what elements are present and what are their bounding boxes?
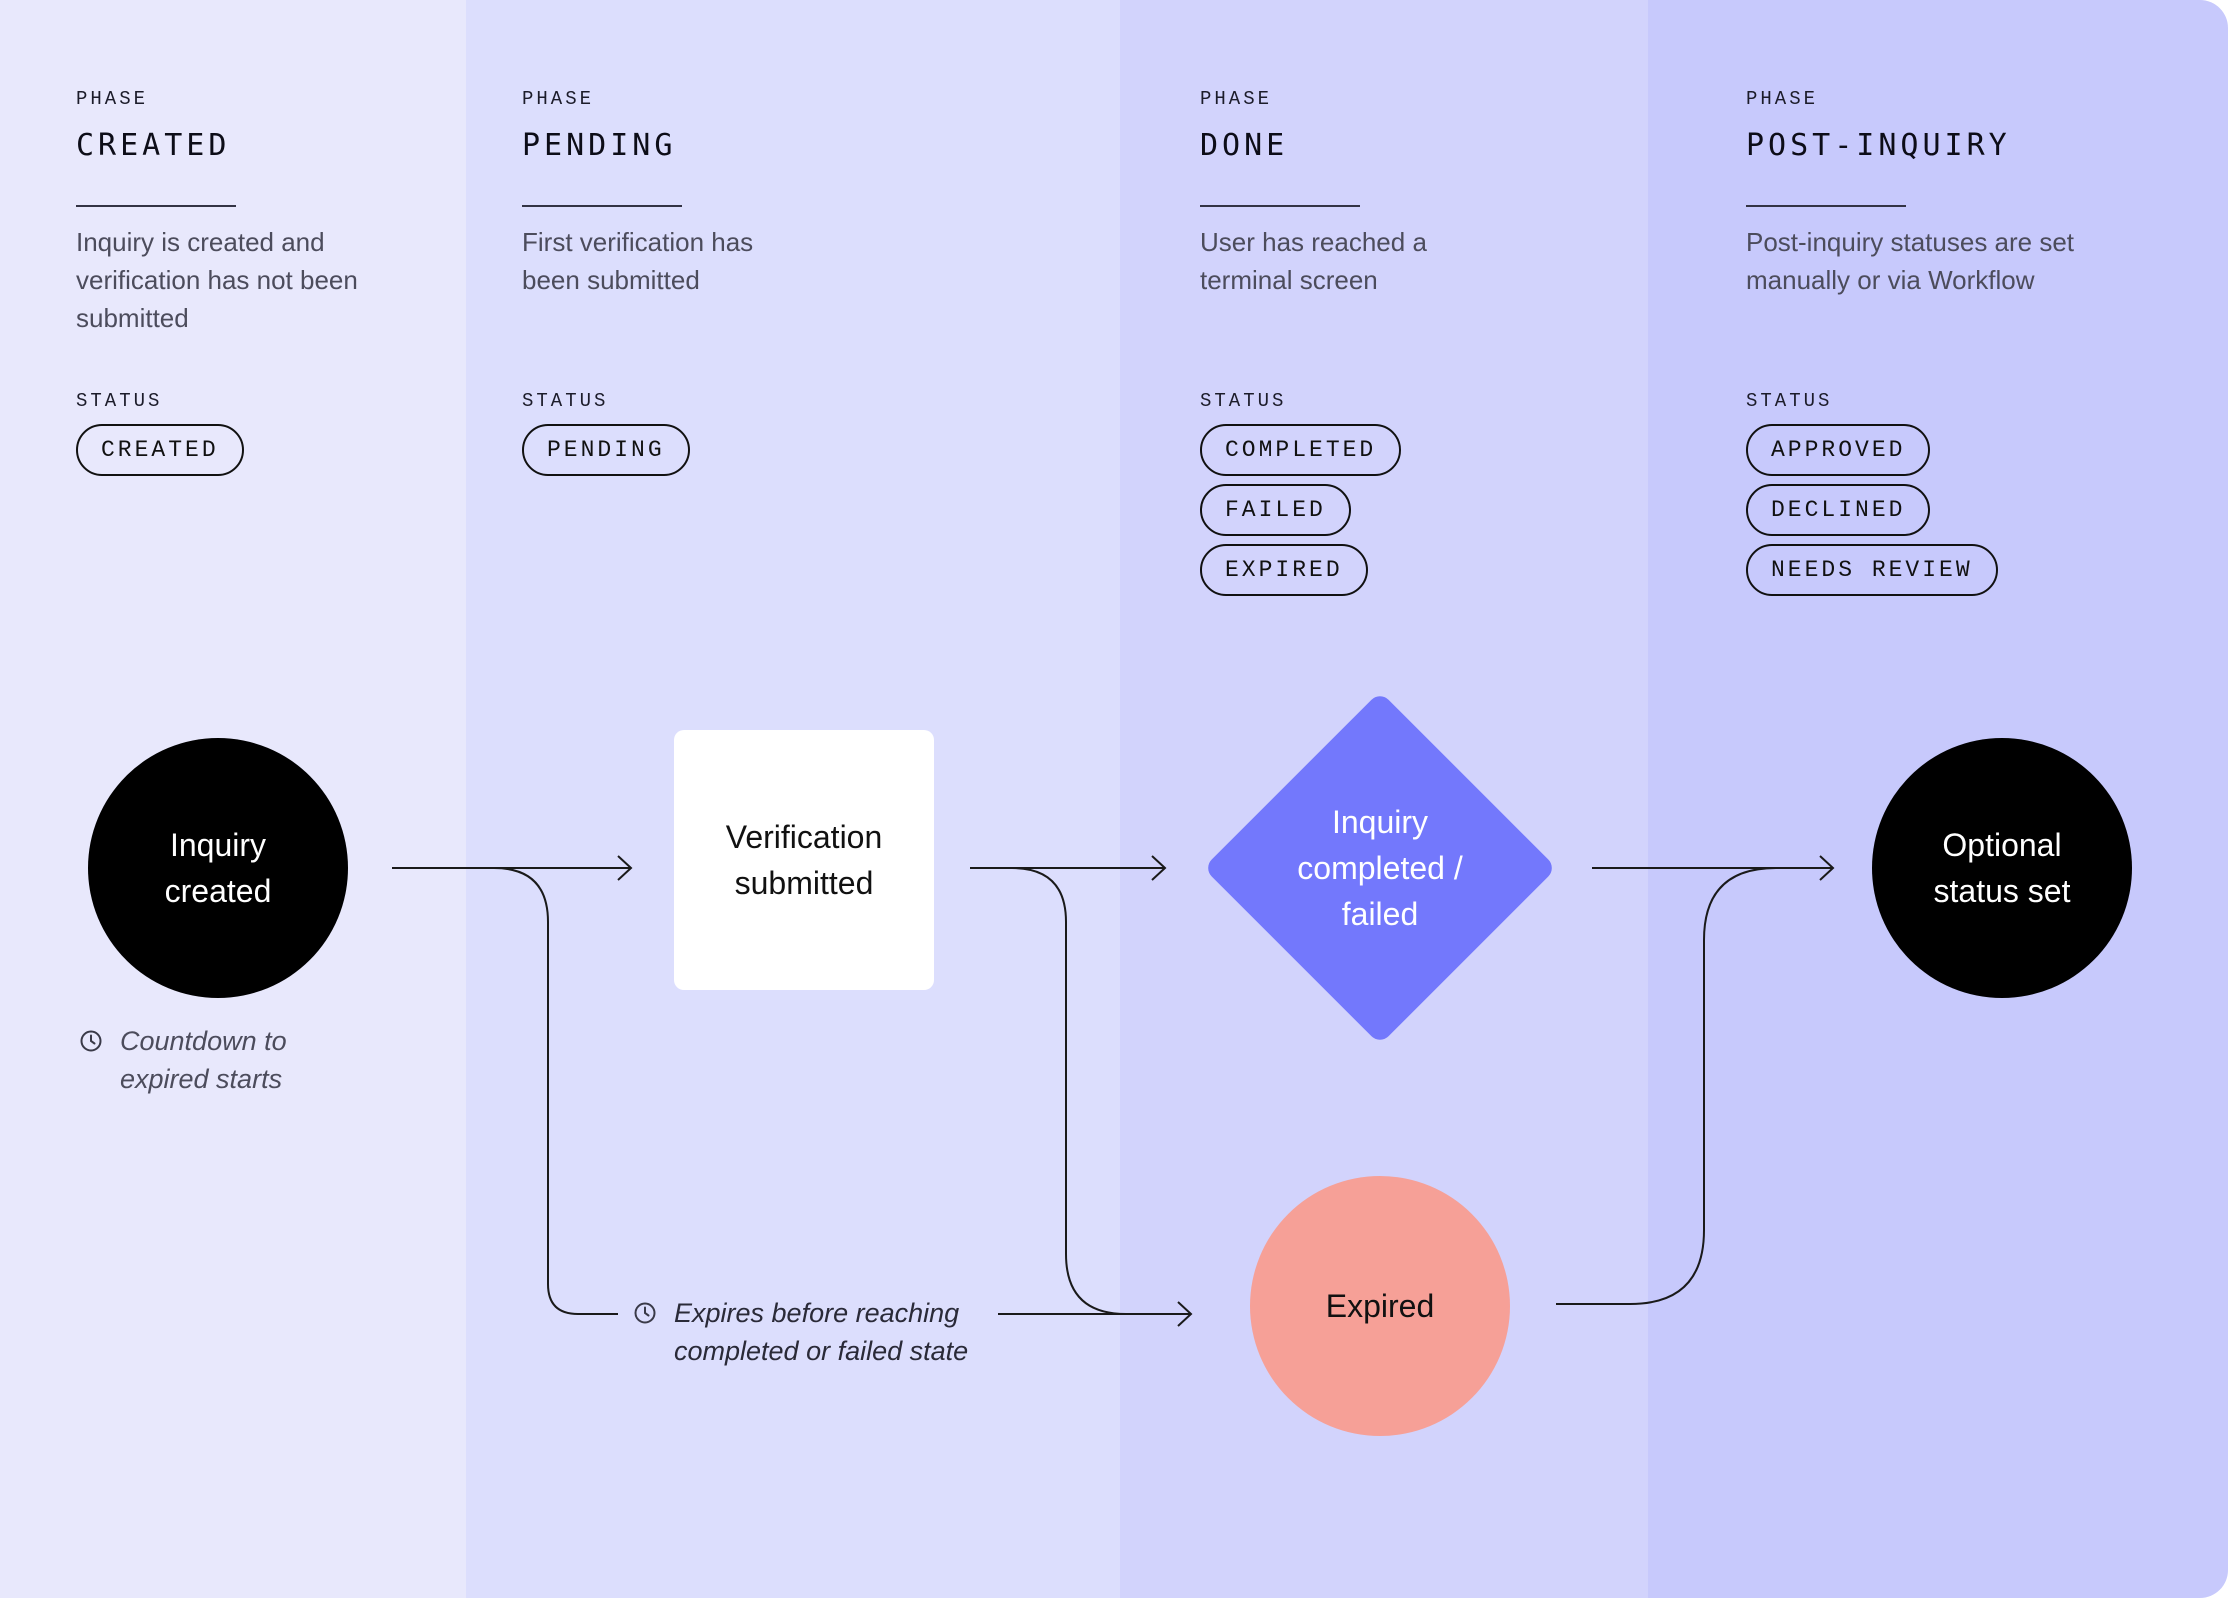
- countdown-note: Countdown to expired starts: [80, 1022, 287, 1098]
- phase-kicker: PHASE: [522, 88, 595, 110]
- connector-verification-to-expired: [1011, 867, 1127, 1315]
- label-line: Inquiry: [1331, 804, 1429, 840]
- status-chip-approved: APPROVED: [1746, 424, 1931, 476]
- note-line: Countdown to: [120, 1026, 287, 1056]
- label-line: Verification: [725, 819, 883, 855]
- note-line: completed or failed state: [674, 1336, 969, 1366]
- node-inquiry-created: Inquiry created: [88, 738, 348, 998]
- label-line: Optional: [1942, 827, 2062, 863]
- node-optional-status-set: Optional status set: [1872, 738, 2132, 998]
- status-chip-list: APPROVED DECLINED NEEDS REVIEW: [1746, 424, 1998, 604]
- description-line: been submitted: [522, 265, 700, 295]
- phase-description: First verification has been submitted: [522, 223, 753, 299]
- description-line: Post-inquiry statuses are set: [1746, 227, 2075, 257]
- status-chip-failed: FAILED: [1200, 484, 1351, 536]
- note-line: Expires before reaching: [674, 1298, 960, 1328]
- description-line: Inquiry is created and: [76, 227, 325, 257]
- clock-icon: [80, 1030, 102, 1052]
- node-expired: Expired: [1250, 1176, 1510, 1436]
- arrow-right-icon: [1177, 1301, 1193, 1327]
- phase-divider: [76, 205, 236, 207]
- phase-kicker: PHASE: [1200, 88, 1273, 110]
- phase-description: User has reached a terminal screen: [1200, 223, 1427, 299]
- phase-divider: [522, 205, 682, 207]
- status-chip-needs-review: NEEDS REVIEW: [1746, 544, 1998, 596]
- status-kicker: STATUS: [1200, 390, 1287, 412]
- description-line: User has reached a: [1200, 227, 1427, 257]
- phase-kicker: PHASE: [1746, 88, 1819, 110]
- phase-header-pending: PHASE PENDING First verification has bee…: [522, 88, 753, 299]
- clock-icon: [634, 1302, 656, 1324]
- phase-divider: [1200, 205, 1360, 207]
- phase-title: CREATED: [76, 128, 231, 163]
- description-line: verification has not been: [76, 265, 358, 295]
- connector-created-to-expired: [493, 867, 618, 1315]
- description-line: manually or via Workflow: [1746, 265, 2035, 295]
- phase-kicker: PHASE: [76, 88, 149, 110]
- label-line: failed: [1341, 896, 1419, 932]
- node-label: Optional status set: [1934, 822, 2071, 914]
- status-chip-declined: DECLINED: [1746, 484, 1931, 536]
- node-verification-submitted: Verification submitted: [674, 730, 934, 990]
- status-chip-completed: COMPLETED: [1200, 424, 1402, 476]
- label-line: completed /: [1297, 850, 1463, 886]
- status-chip-expired: EXPIRED: [1200, 544, 1368, 596]
- status-kicker: STATUS: [76, 390, 163, 412]
- node-label: Inquiry completed / failed: [1280, 799, 1480, 937]
- node-label: Expired: [1325, 1288, 1435, 1324]
- phase-title: PENDING: [522, 128, 677, 163]
- status-chip-list: CREATED: [76, 424, 244, 484]
- status-chip-pending: PENDING: [522, 424, 690, 476]
- status-kicker: STATUS: [1746, 390, 1833, 412]
- label-line: Inquiry: [169, 827, 267, 863]
- label-line: status set: [1933, 873, 2071, 909]
- arrow-right-icon: [1819, 855, 1835, 881]
- arrow-right-icon: [617, 855, 633, 881]
- phase-title: POST-INQUIRY: [1746, 128, 2011, 163]
- node-label: Inquiry created: [165, 822, 272, 914]
- status-kicker: STATUS: [522, 390, 609, 412]
- label-line: created: [164, 873, 272, 909]
- connector-expired-to-status: [1556, 867, 1777, 1305]
- description-line: terminal screen: [1200, 265, 1378, 295]
- phase-title: DONE: [1200, 128, 1289, 163]
- phase-description: Inquiry is created and verification has …: [76, 223, 358, 337]
- status-chip-created: CREATED: [76, 424, 244, 476]
- description-line: submitted: [76, 303, 189, 333]
- status-chip-list: COMPLETED FAILED EXPIRED: [1200, 424, 1402, 604]
- label-line: submitted: [734, 865, 874, 901]
- phase-header-post-inquiry: PHASE POST-INQUIRY Post-inquiry statuses…: [1746, 88, 2074, 299]
- status-chip-list: PENDING: [522, 424, 690, 484]
- node-inquiry-completed-failed: Inquiry completed / failed: [1200, 688, 1560, 1048]
- expires-note: Expires before reaching completed or fai…: [634, 1294, 969, 1370]
- phase-header-done: PHASE DONE User has reached a terminal s…: [1200, 88, 1427, 299]
- phase-divider: [1746, 205, 1906, 207]
- arrow-right-icon: [1151, 855, 1167, 881]
- phase-description: Post-inquiry statuses are set manually o…: [1746, 223, 2074, 299]
- description-line: First verification has: [522, 227, 754, 257]
- node-label: Verification submitted: [726, 814, 883, 906]
- note-line: expired starts: [120, 1064, 283, 1094]
- phase-header-created: PHASE CREATED Inquiry is created and ver…: [76, 88, 358, 337]
